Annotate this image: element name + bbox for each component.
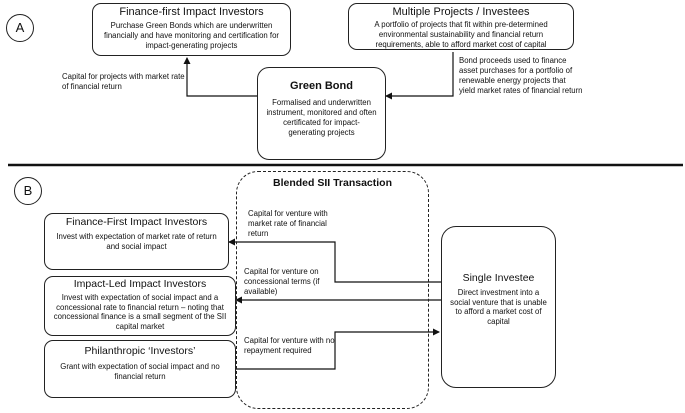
arrow-projects-to-bond <box>385 52 454 100</box>
multiple-projects-box: Multiple Projects / Investees A portfoli… <box>348 3 574 50</box>
label-market-rate-capital: Capital for venture with market rate of … <box>248 209 328 239</box>
panel-b-marker: B <box>14 177 42 205</box>
finance-first-investors-box: Finance-first Impact Investors Purchase … <box>92 3 291 56</box>
green-bond-title: Green Bond <box>290 80 353 92</box>
impact-led-box: Impact-Led Impact Investors Invest with … <box>44 276 236 336</box>
single-investee-title: Single Investee <box>462 272 535 284</box>
multiple-projects-title: Multiple Projects / Investees <box>392 6 530 18</box>
impact-led-title: Impact-Led Impact Investors <box>73 278 207 290</box>
philanthropic-title: Philanthropic ‘Investors’ <box>84 345 196 357</box>
finance-first-impact-box: Finance-First Impact Investors Invest wi… <box>44 213 229 270</box>
label-bond-proceeds: Bond proceeds used to finance asset purc… <box>459 56 583 96</box>
arrow-bond-to-investors <box>183 57 257 97</box>
panel-a-marker-text: A <box>15 20 25 35</box>
label-grant-capital: Capital for venture with no repayment re… <box>244 336 335 356</box>
label-capital-market-rate: Capital for projects with market rate of… <box>62 72 185 92</box>
finance-first-investors-title: Finance-first Impact Investors <box>119 6 264 18</box>
label-concessional-capital: Capital for venture on concessional term… <box>244 267 320 297</box>
green-bond-box: Green Bond Formalised and underwritten i… <box>257 67 386 160</box>
green-bond-desc: Formalised and underwritten instrument, … <box>266 98 377 137</box>
finance-first-impact-title: Finance-First Impact Investors <box>65 216 208 228</box>
single-investee-box: Single Investee Direct investment into a… <box>441 226 556 388</box>
philanthropic-box: Philanthropic ‘Investors’ Grant with exp… <box>44 340 236 398</box>
single-investee-desc: Direct investment into a social venture … <box>450 287 547 327</box>
arrow-philanthropic-to-investee <box>236 328 440 370</box>
impact-led-desc: Invest with expectation of social impact… <box>53 292 227 332</box>
arrow-investee-to-finance-first <box>228 238 441 283</box>
multiple-projects-desc: A portfolio of projects that fit within … <box>374 20 548 50</box>
finance-first-impact-desc: Invest with expectation of market rate o… <box>56 231 217 251</box>
blended-transaction-boundary <box>236 171 429 409</box>
finance-first-investors-desc: Purchase Green Bonds which are underwrit… <box>103 21 280 51</box>
philanthropic-desc: Grant with expectation of social impact … <box>60 361 220 381</box>
panel-b-marker-text: B <box>23 183 33 198</box>
blended-transaction-title: Blended SII Transaction <box>272 177 393 189</box>
panel-a-marker: A <box>6 14 34 42</box>
